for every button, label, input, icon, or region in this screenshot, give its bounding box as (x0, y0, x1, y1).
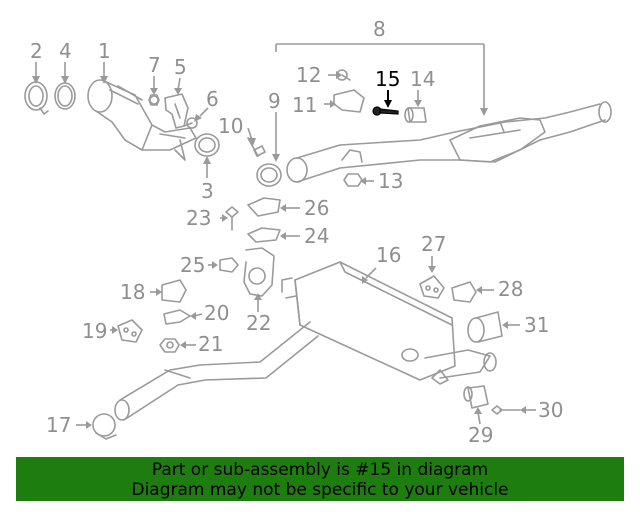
part-18-bracket (161, 279, 187, 303)
part-14-bushing (404, 107, 427, 123)
callout-19: 19 (82, 319, 107, 343)
part-22-hanger (243, 247, 275, 297)
part-3-gasket (194, 133, 220, 157)
callout-15: 15 (375, 67, 400, 91)
part-25-clip (219, 257, 239, 273)
callout-18: 18 (120, 280, 145, 304)
part-24-shield (247, 227, 281, 243)
part-9-gasket (256, 163, 282, 187)
callout-7: 7 (148, 53, 161, 77)
callout-22: 22 (246, 311, 271, 335)
callout-1: 1 (98, 39, 111, 63)
callout-28: 28 (498, 277, 523, 301)
part-19-mount (117, 319, 143, 343)
callout-27: 27 (421, 232, 446, 256)
part-26-shield (247, 197, 281, 217)
callout-16: 16 (376, 243, 401, 267)
callout-30: 30 (538, 398, 563, 422)
part-20-clamp (163, 309, 191, 325)
callout-10: 10 (218, 114, 243, 138)
callout-11: 11 (292, 93, 317, 117)
callout-12: 12 (296, 63, 321, 87)
part-31-tip (467, 311, 503, 343)
part-11-bracket (333, 89, 365, 113)
part-16-muffler (281, 261, 497, 385)
part-29-bushing (463, 385, 489, 409)
part-8-intermediate-pipe (286, 101, 612, 183)
callout-24: 24 (304, 224, 329, 248)
callout-8: 8 (373, 17, 386, 41)
callout-21: 21 (198, 332, 223, 356)
callout-25: 25 (180, 253, 205, 277)
info-banner: Part or sub-assembly is #15 in diagram D… (16, 457, 624, 501)
part-30-bolt (491, 405, 521, 415)
callout-31: 31 (524, 313, 549, 337)
exhaust-parts-diagram: 2 4 1 7 5 6 3 10 8 9 12 11 15 14 13 23 2… (24, 17, 612, 447)
leader-lines (32, 43, 536, 429)
part-21-nut (159, 338, 180, 353)
banner-line-1: Part or sub-assembly is #15 in diagram (151, 460, 489, 480)
callout-labels: 2 4 1 7 5 6 3 10 8 9 12 11 15 14 13 23 2… (30, 17, 563, 447)
banner-line-2: Diagram may not be specific to your vehi… (131, 480, 509, 500)
part-17-clamp (92, 413, 117, 440)
part-7-nut (148, 94, 160, 106)
part-5-bracket (164, 93, 189, 129)
part-4-gasket (54, 82, 76, 110)
callout-2: 2 (30, 39, 43, 63)
callout-3: 3 (201, 179, 214, 203)
callout-23: 23 (186, 206, 211, 230)
part-1-catalytic-converter (87, 79, 197, 161)
callout-20: 20 (204, 301, 229, 325)
part-13-nut (343, 173, 363, 187)
callout-5: 5 (174, 55, 187, 79)
part-6-bolt (183, 117, 198, 129)
part-27-mount (419, 275, 445, 299)
front-pipe (114, 321, 319, 421)
callout-6: 6 (206, 87, 219, 111)
callout-17: 17 (46, 413, 71, 437)
part-23-bolt (225, 206, 239, 231)
part-15-bolt (372, 106, 399, 116)
callout-29: 29 (468, 423, 493, 447)
part-2-clamp (24, 81, 49, 115)
callout-4: 4 (59, 39, 72, 63)
part-28-bracket (451, 281, 477, 303)
part-10-bolt (247, 137, 266, 157)
callout-14: 14 (410, 67, 435, 91)
callout-26: 26 (304, 196, 329, 220)
callout-13: 13 (378, 169, 403, 193)
callout-9: 9 (268, 89, 281, 113)
